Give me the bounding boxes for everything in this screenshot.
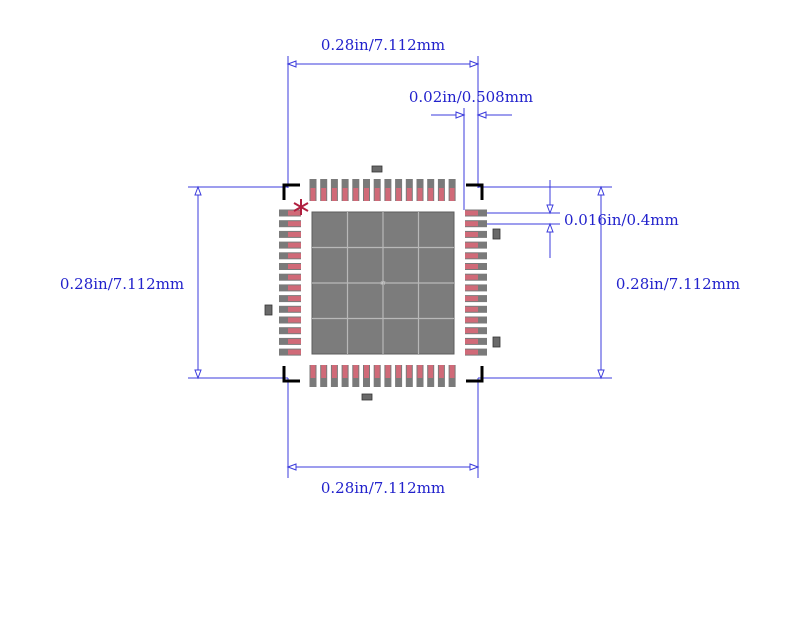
- top-pad-outline: [417, 188, 423, 201]
- left-pad-outline: [288, 306, 301, 312]
- left-pad-outline: [288, 349, 301, 355]
- right-height-dimension: 0.28in/7.112mm: [478, 185, 740, 380]
- top-width-label: 0.28in/7.112mm: [321, 36, 445, 54]
- right-pad-outline: [465, 242, 478, 248]
- right-pad-outline: [465, 253, 478, 259]
- top-pad-row: [309, 179, 456, 201]
- bottom-pad-row: [309, 365, 456, 387]
- left-pad-outline: [288, 242, 301, 248]
- bottom-pad-outline: [385, 365, 391, 378]
- left-pad-column: [279, 209, 301, 356]
- right-pad-outline: [465, 264, 478, 269]
- bottom-pad-outline: [417, 365, 423, 378]
- pad-width-label: 0.02in/0.508mm: [409, 88, 533, 106]
- top-pad-outline: [321, 188, 327, 201]
- left-pad-outline: [288, 285, 301, 291]
- marker-top: [371, 165, 383, 173]
- marker-bottom: [361, 393, 373, 401]
- right-pad-outline: [465, 274, 478, 280]
- right-pad-outline: [465, 210, 478, 216]
- right-pad-outline: [465, 338, 478, 344]
- bottom-pad-outline: [364, 365, 369, 378]
- left-pad-outline: [288, 210, 301, 216]
- exposed-thermal-pad: RT: [311, 211, 455, 355]
- pitch-dimension: 0.016in/0.4mm: [470, 180, 679, 258]
- top-pad-outline: [428, 188, 434, 201]
- top-pad-outline: [364, 188, 369, 201]
- left-height-label: 0.28in/7.112mm: [60, 275, 184, 293]
- left-pad-outline: [288, 274, 301, 280]
- center-label: RT: [381, 281, 386, 286]
- top-pad-outline: [385, 188, 391, 201]
- top-pad-outline: [331, 188, 337, 201]
- right-pad-outline: [465, 231, 478, 237]
- bottom-pad-outline: [438, 365, 444, 378]
- left-pad-outline: [288, 253, 301, 259]
- bottom-width-dimension: 0.28in/7.112mm: [286, 378, 480, 497]
- marker-right-lower: [492, 336, 501, 348]
- top-pad-outline: [406, 188, 412, 201]
- bottom-pad-outline: [406, 365, 412, 378]
- right-pad-outline: [465, 296, 478, 302]
- package-corner-marks: [282, 183, 484, 383]
- bottom-width-label: 0.28in/7.112mm: [321, 479, 445, 497]
- right-pad-outline: [465, 317, 478, 323]
- bottom-pad-outline: [449, 365, 455, 378]
- bottom-pad-outline: [374, 365, 380, 378]
- bottom-pad-outline: [310, 365, 316, 378]
- top-pad-outline: [449, 188, 455, 201]
- bottom-pad-outline: [342, 365, 348, 378]
- top-pad-outline: [438, 188, 444, 201]
- top-pad-outline: [374, 188, 380, 201]
- right-pad-column: [465, 209, 487, 356]
- marker-right-upper: [492, 228, 501, 240]
- left-pad-outline: [288, 264, 301, 269]
- pin1-asterisk-icon: [293, 199, 309, 215]
- bottom-pad-outline: [321, 365, 327, 378]
- left-pad-outline: [288, 221, 301, 227]
- pad-width-dimension: 0.02in/0.508mm: [409, 88, 533, 210]
- right-pad-outline: [465, 306, 478, 312]
- right-height-label: 0.28in/7.112mm: [616, 275, 740, 293]
- left-pad-outline: [288, 317, 301, 323]
- bottom-pad-outline: [331, 365, 337, 378]
- bottom-pad-outline: [396, 365, 402, 378]
- top-pad-outline: [396, 188, 402, 201]
- top-pad-outline: [342, 188, 348, 201]
- left-pad-outline: [288, 338, 301, 344]
- pitch-label: 0.016in/0.4mm: [564, 211, 679, 229]
- left-height-dimension: 0.28in/7.112mm: [60, 185, 288, 380]
- right-pad-outline: [465, 285, 478, 291]
- left-pad-outline: [288, 328, 301, 334]
- bottom-pad-outline: [353, 365, 359, 378]
- right-pad-outline: [465, 328, 478, 334]
- marker-left: [264, 304, 273, 316]
- left-pad-outline: [288, 296, 301, 302]
- top-width-dimension: 0.28in/7.112mm: [286, 36, 480, 188]
- top-pad-outline: [310, 188, 316, 201]
- top-pad-outline: [353, 188, 359, 201]
- bottom-pad-outline: [428, 365, 434, 378]
- right-pad-outline: [465, 349, 478, 355]
- right-pad-outline: [465, 221, 478, 227]
- left-pad-outline: [288, 231, 301, 237]
